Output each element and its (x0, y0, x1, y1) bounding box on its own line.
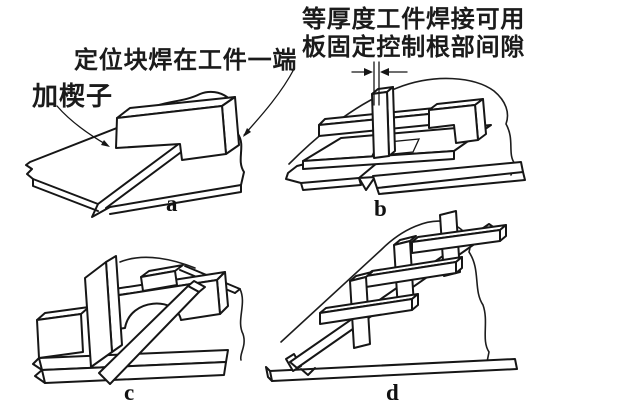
figure-a-drawing (25, 90, 245, 218)
arrowhead-block-note (243, 128, 251, 137)
arrowhead-wedge-note (101, 140, 110, 147)
gap-dimension-callout (351, 61, 408, 106)
block-front-face (115, 105, 227, 161)
annotation-gap-line2: 板固定控制根部间隙 (302, 34, 526, 61)
leader-arrows (56, 61, 408, 147)
annotation-wedge: 加楔子 (32, 81, 114, 111)
figure-b-drawing (285, 77, 526, 195)
wedge (98, 285, 200, 385)
annotation-positioning-block: 定位块焊在工件一端 (74, 47, 298, 74)
annotation-gap-line1: 等厚度工件焊接可用 (302, 6, 526, 33)
figure-b-label: b (374, 196, 387, 221)
figure-c-drawing (32, 255, 245, 385)
spacer-plate (371, 91, 390, 159)
figure-a-label: a (166, 191, 178, 216)
figure-c-label: c (124, 380, 135, 405)
figure-d-label: d (386, 380, 399, 405)
annotation-gap-control: 等厚度工件焊接可用 板固定控制根部间隙 (302, 6, 525, 62)
figure-d-drawing (265, 210, 518, 382)
